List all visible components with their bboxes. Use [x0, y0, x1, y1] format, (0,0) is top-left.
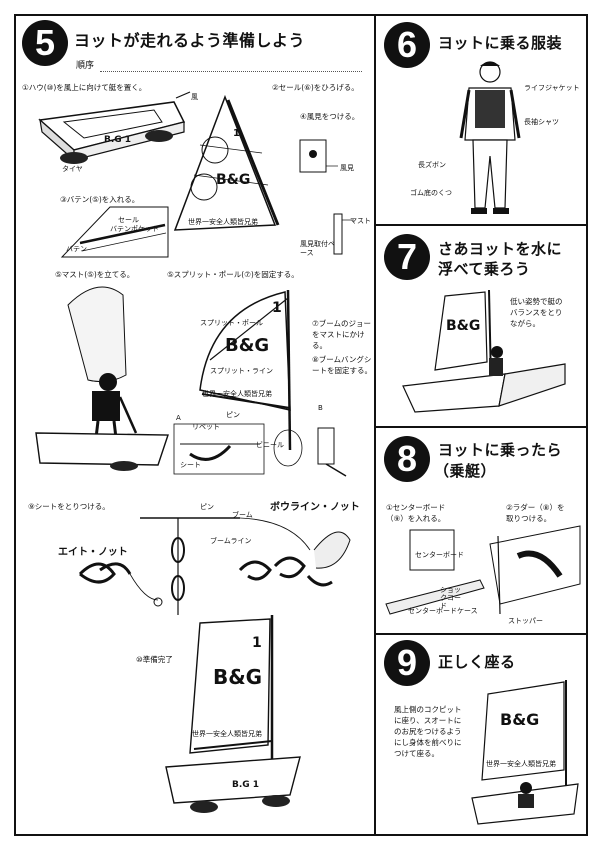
sprit-sail-illustration [199, 289, 292, 451]
section-9-note-line4: にし身体を前べりに [394, 738, 462, 747]
rivet-detail-illustration [173, 423, 347, 477]
sail-number-mid: 1 [272, 300, 282, 316]
mast-label-top: マスト [350, 217, 371, 225]
knots-illustration [78, 517, 351, 615]
section-8-step1-line2: （⑨）を入れる。 [386, 514, 446, 523]
column-divider [374, 14, 376, 836]
section-8-number: 8 [384, 436, 430, 482]
centerboard-rudder-illustration [385, 525, 581, 615]
sprit-label: スプリット・ポール [200, 319, 263, 327]
sail-number-top: 1 [233, 128, 240, 139]
section-9-note-line1: 風上側のコクピット [394, 705, 462, 714]
section-7-note-line3: ながら。 [510, 319, 540, 328]
section-7-note-line1: 低い姿勢で艇の [510, 297, 563, 306]
detail-b-mark: B [318, 404, 323, 412]
tire-label: タイヤ [62, 165, 83, 173]
lifejacket-label: ライフジャケット [524, 84, 580, 92]
sailing-outfit-illustration [459, 61, 521, 214]
step-2-text: ②セール(⑥)をひろげる。 [272, 83, 359, 92]
vinyl-label: ビニール [256, 441, 284, 449]
rigged-boat-illustration [165, 615, 301, 813]
section-9-number: 9 [384, 640, 430, 686]
detail-a-mark: A [176, 414, 181, 422]
shoes-label: ゴム底のくつ [410, 189, 452, 197]
section-7-title-line2: 浮べて乗ろう [438, 260, 531, 278]
section-6-number: 6 [384, 22, 430, 68]
divider-8-9 [374, 633, 588, 635]
hull-mark-1: B.G 1 [104, 135, 132, 145]
section-9-note-line5: つけて座る。 [394, 749, 439, 758]
sail-text-9: 世界一安全人類皆兄弟 [486, 760, 556, 768]
section-5-subtitle: 順序 [76, 61, 95, 71]
section-5-title: ヨットが走れるよう準備しよう [74, 31, 306, 50]
section-8-title-line2: （乗艇） [434, 462, 497, 480]
eight-knot-label: エイト・ノット [58, 547, 128, 558]
step-1-text: ①ハウ(⑩)を風上に向けて艇を置く。 [22, 83, 147, 92]
section-8-step2-line1: ②ラダー（⑧）を [506, 503, 565, 512]
step-7-text: ⑧ブームバングシートを固定する。 [312, 355, 372, 375]
section-8-step1-line1: ①センターボード [386, 503, 446, 512]
wind-vane-label: 風見 [340, 164, 354, 172]
boat-on-tires-illustration [38, 91, 191, 164]
step-2b-text: ④風見をつける。 [300, 112, 360, 121]
step-6-text: ⑦ブームのジョーをマストにかける。 [312, 319, 371, 350]
boarding-boat-illustration [402, 289, 566, 413]
batten-pocket-label: バテンポケット [110, 225, 159, 233]
section-7-note-line2: バランスをとり [510, 308, 563, 317]
person-raising-mast-illustration [35, 286, 169, 471]
vane-base-label: 風見取付ベース [300, 240, 335, 257]
hull-mark-2: B.G 1 [232, 780, 260, 790]
section-8-title-line1: ヨットに乗ったら [438, 441, 563, 459]
rivet-label: リベット [192, 423, 220, 431]
sail-label: セール [118, 216, 139, 224]
section-9-note-line2: に座り、スオートに [394, 716, 462, 725]
sail-logo-9: B&G [500, 710, 540, 729]
unfolded-sail-illustration [173, 94, 280, 231]
wind-label: 風 [191, 93, 198, 101]
boom-line-label: ブームライン [210, 537, 252, 545]
section-7-number: 7 [384, 234, 430, 280]
step-5-text: ⑤スプリット・ポール(⑦)を固定する。 [167, 270, 299, 279]
step-8-text: ⑨シートをとりつける。 [28, 502, 110, 511]
sail-logo-bottom: B&G [213, 665, 263, 689]
divider-6-7 [374, 224, 588, 226]
sail-logo-mid: B&G [225, 335, 270, 356]
sprit-line-label: スプリット・ライン [210, 367, 273, 375]
pin-label-knots: ピン [200, 503, 214, 511]
boom-label: ブーム [232, 511, 253, 519]
subtitle-dotted-line [100, 70, 362, 72]
centerboard-label: センターボード [415, 551, 464, 559]
seated-sailor-illustration [471, 680, 579, 825]
sail-logo-7: B&G [446, 318, 481, 334]
section-8-step2-line2: 取りつける。 [506, 514, 552, 523]
cb-case-label: センターボードケース [408, 607, 478, 615]
wind-vane-illustration [299, 139, 354, 255]
section-5-number: 5 [22, 20, 68, 66]
sail-text-mid: 世界一安全人類皆兄弟 [202, 390, 272, 398]
step-9-text: ⑩準備完了 [136, 655, 173, 664]
section-9-note-line3: のお尻をつけるよう [394, 727, 462, 736]
batten-label: バテン [66, 245, 87, 253]
pin-label-mid: ピン [226, 411, 240, 419]
step-3-text: ③バテン(⑤)を入れる。 [60, 195, 140, 204]
sail-number-bottom: 1 [252, 635, 262, 651]
section-9-title: 正しく座る [438, 653, 516, 671]
shock-cord-label: ショックコード [440, 586, 461, 610]
longsleeve-label: 長袖シャツ [524, 118, 559, 126]
sail-text-bottom: 世界一安全人類皆兄弟 [192, 730, 262, 738]
bowline-knot-label: ボウライン・ノット [270, 502, 360, 513]
sail-text-top: 世界一安全人類皆兄弟 [188, 218, 258, 226]
section-7-title-line1: さあヨットを水に [438, 240, 563, 258]
section-6-title: ヨットに乗る服装 [438, 34, 563, 52]
batten-insert-illustration [60, 206, 169, 258]
page-frame [14, 14, 588, 836]
sail-logo-top: B&G [216, 172, 251, 188]
pants-label: 長ズボン [418, 161, 446, 169]
divider-7-8 [374, 426, 588, 428]
step-4-text: ⑤マスト(⑤)を立てる。 [55, 270, 135, 279]
stopper-label: ストッパー [508, 617, 543, 625]
sheet-label: シート [180, 461, 201, 469]
